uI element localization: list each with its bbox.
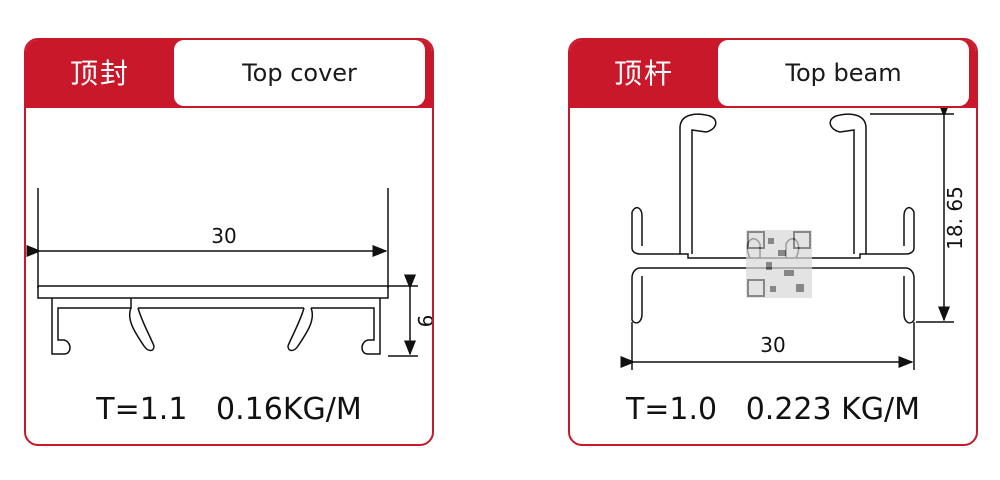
profile-card-top-beam: 顶杆 Top beam — [568, 38, 978, 446]
qr-watermark — [746, 230, 812, 298]
card-title-box — [174, 40, 425, 106]
height-dimension-label: 9 — [413, 315, 432, 328]
spec-text: T=1.0 0.223 KG/M — [625, 392, 921, 427]
card-title-english: Top cover — [242, 59, 357, 87]
width-dimension-label: 30 — [760, 333, 785, 357]
top-cover-profile-drawing: 30 9 — [26, 188, 432, 357]
top-beam-profile-drawing: 18. 65 30 — [620, 108, 967, 370]
spec-text: T=1.1 0.16KG/M — [96, 392, 362, 427]
profile-card-top-cover: 顶封 Top cover 30 — [24, 38, 434, 446]
height-dimension-label: 18. 65 — [943, 186, 967, 250]
card-title-box — [718, 40, 969, 106]
top-cover-profile — [37, 285, 389, 355]
width-dimension-label: 30 — [211, 224, 236, 248]
card-title-english: Top beam — [785, 59, 902, 87]
card-title-chinese: 顶杆 — [613, 57, 674, 90]
card-title-chinese: 顶封 — [69, 57, 130, 90]
